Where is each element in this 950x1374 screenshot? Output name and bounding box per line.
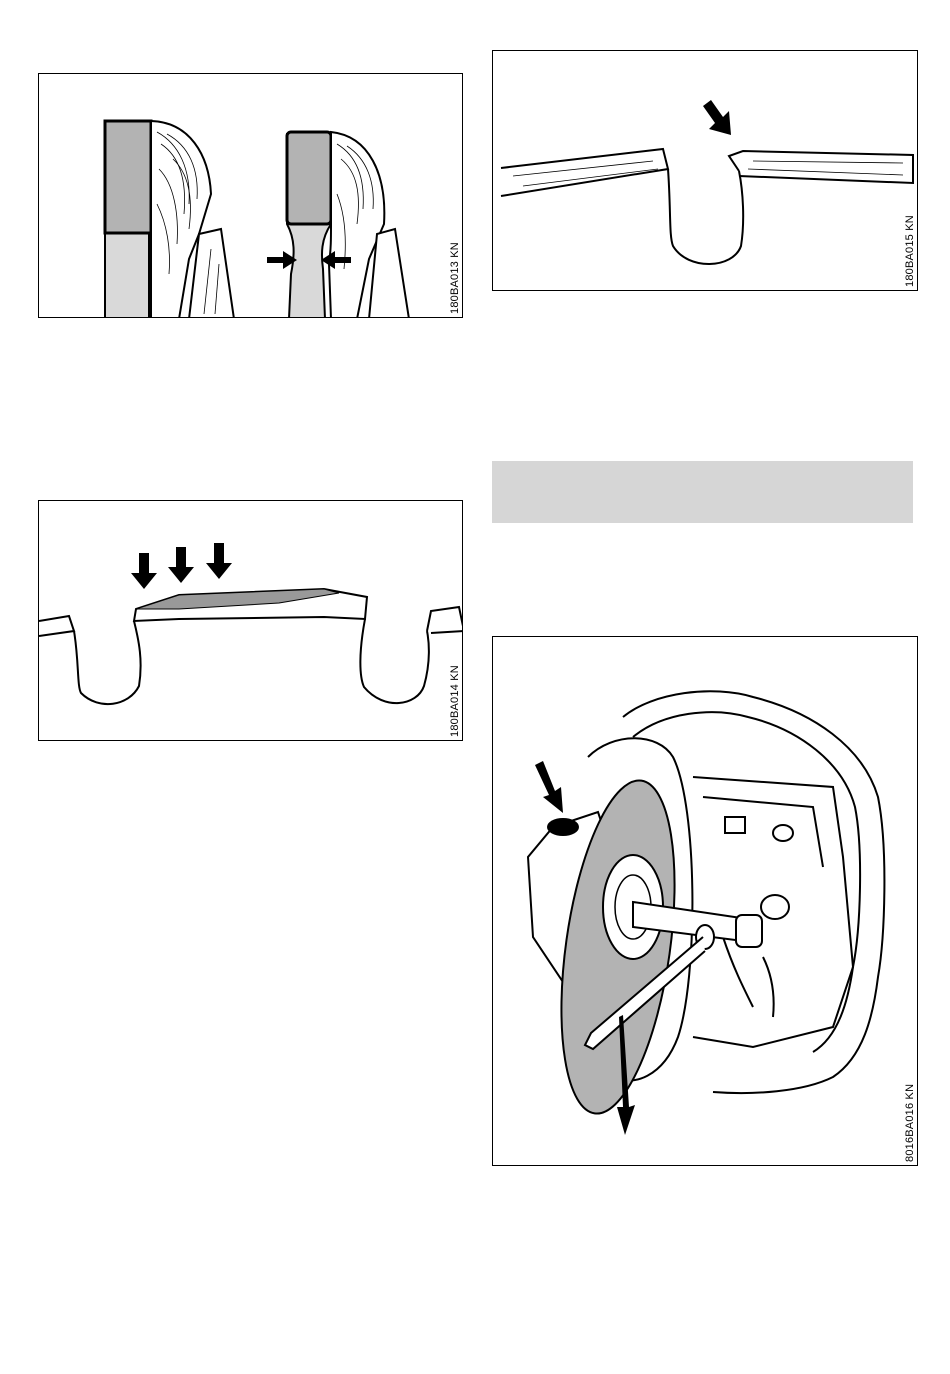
figure-belt-cross-section: 180BA013 KN bbox=[38, 73, 463, 318]
figure-worn-segment: 180BA014 KN bbox=[38, 500, 463, 741]
figure-code: 180BA013 KN bbox=[449, 242, 461, 314]
worn-segment-illustration bbox=[39, 501, 463, 741]
figure-cracked-belt: 180BA015 KN bbox=[492, 50, 918, 291]
figure-remove-cutting-disc: 8016BA016 KN bbox=[492, 636, 918, 1166]
cut-off-machine-illustration bbox=[493, 637, 918, 1166]
cracked-belt-illustration bbox=[493, 51, 918, 291]
figure-code: 180BA014 KN bbox=[449, 665, 461, 737]
figure-code: 8016BA016 KN bbox=[904, 1084, 916, 1162]
shaded-heading-bar bbox=[492, 461, 913, 523]
belt-cross-section-illustration bbox=[39, 74, 463, 318]
figure-code: 180BA015 KN bbox=[904, 215, 916, 287]
